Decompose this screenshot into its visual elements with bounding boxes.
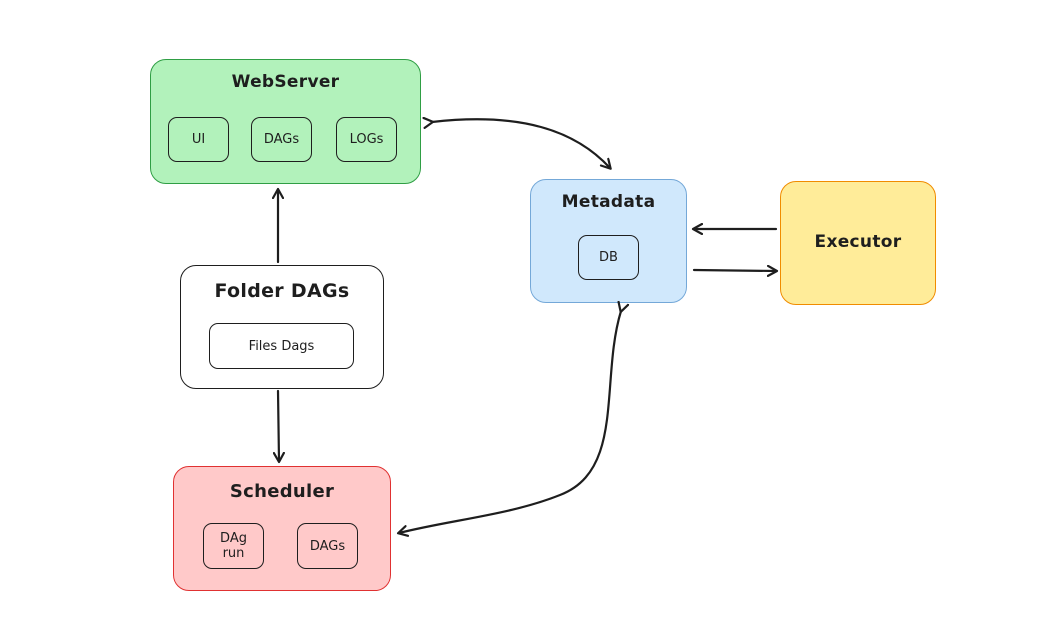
dag-run-chip: DAg run [203,523,264,569]
webserver-logs-chip: LOGs [336,117,397,162]
arrow-webserver-metadata [432,119,610,168]
webserver-node: WebServer UI DAGs LOGs [150,59,421,184]
metadata-db-chip: DB [578,235,639,280]
folder-dags-node: Folder DAGs Files Dags [180,265,384,389]
metadata-title: Metadata [561,192,656,212]
webserver-dags-chip: DAGs [251,117,312,162]
arrow-metadata-scheduler [399,311,621,533]
arrow-folder-to-scheduler [278,389,279,461]
scheduler-node: Scheduler DAg run DAGs [173,466,391,591]
executor-title: Executor [814,232,902,252]
metadata-node: Metadata DB [530,179,687,303]
webserver-title: WebServer [231,72,340,92]
executor-node: Executor [780,181,936,305]
webserver-ui-chip: UI [168,117,229,162]
files-dags-chip: Files Dags [209,323,354,369]
folder-dags-title: Folder DAGs [214,280,350,302]
scheduler-title: Scheduler [229,481,335,502]
scheduler-dags-chip: DAGs [297,523,358,569]
arrow-metadata-to-executor [692,270,776,271]
